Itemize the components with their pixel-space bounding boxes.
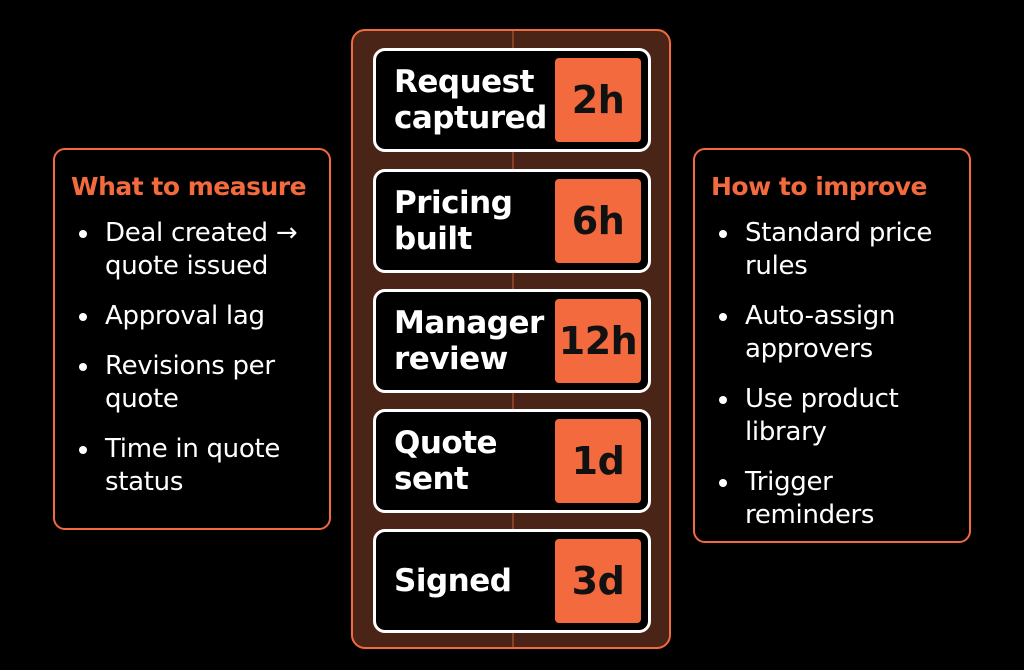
step-card-request-captured: Request captured 2h xyxy=(373,48,651,152)
improve-item-text: Use product library xyxy=(745,384,899,447)
bullet-icon xyxy=(79,313,87,321)
bullet-icon xyxy=(79,446,87,454)
measure-item-text: Time in quote status xyxy=(105,434,281,497)
what-to-measure-title: What to measure xyxy=(71,172,307,201)
how-to-improve-title: How to improve xyxy=(711,172,928,201)
measure-item: Time in quote status xyxy=(71,433,305,499)
step-card-pricing-built: Pricing built 6h xyxy=(373,169,651,273)
bullet-icon xyxy=(719,230,727,238)
step-card-quote-sent: Quote sent 1d xyxy=(373,409,651,513)
step-label: Request captured xyxy=(394,64,547,136)
bullet-icon xyxy=(79,363,87,371)
measure-item-text: Deal created → quote issued xyxy=(105,218,298,281)
what-to-measure-panel: What to measure Deal created → quote iss… xyxy=(53,148,331,530)
what-to-measure-list: Deal created → quote issued Approval lag… xyxy=(71,217,313,499)
measure-item-text: Revisions per quote xyxy=(105,351,275,414)
bullet-icon xyxy=(719,396,727,404)
how-to-improve-list: Standard price rules Auto-assign approve… xyxy=(711,217,953,532)
step-duration-badge: 12h xyxy=(555,299,641,383)
bullet-icon xyxy=(719,479,727,487)
improve-item-text: Standard price rules xyxy=(745,218,933,281)
step-label: Pricing built xyxy=(394,185,513,257)
improve-item: Auto-assign approvers xyxy=(711,300,935,366)
improve-item-text: Trigger reminders xyxy=(745,467,875,530)
step-label: Quote sent xyxy=(394,425,498,497)
step-duration-badge: 3d xyxy=(555,539,641,623)
measure-item: Deal created → quote issued xyxy=(71,217,305,283)
improve-item-text: Auto-assign approvers xyxy=(745,301,896,364)
step-duration-badge: 1d xyxy=(555,419,641,503)
improve-item: Standard price rules xyxy=(711,217,945,283)
measure-item: Approval lag xyxy=(71,300,313,333)
improve-item: Use product library xyxy=(711,383,935,449)
step-label: Manager review xyxy=(394,305,544,377)
step-card-manager-review: Manager review 12h xyxy=(373,289,651,393)
step-label: Signed xyxy=(394,563,512,599)
bullet-icon xyxy=(719,313,727,321)
how-to-improve-panel: How to improve Standard price rules Auto… xyxy=(693,148,971,543)
step-card-signed: Signed 3d xyxy=(373,529,651,633)
quote-process-flow: Request captured 2h Pricing built 6h Man… xyxy=(351,29,671,649)
measure-item-text: Approval lag xyxy=(105,301,265,331)
step-duration-badge: 6h xyxy=(555,179,641,263)
improve-item: Trigger reminders xyxy=(711,466,935,532)
measure-item: Revisions per quote xyxy=(71,350,285,416)
step-duration-badge: 2h xyxy=(555,58,641,142)
bullet-icon xyxy=(79,230,87,238)
